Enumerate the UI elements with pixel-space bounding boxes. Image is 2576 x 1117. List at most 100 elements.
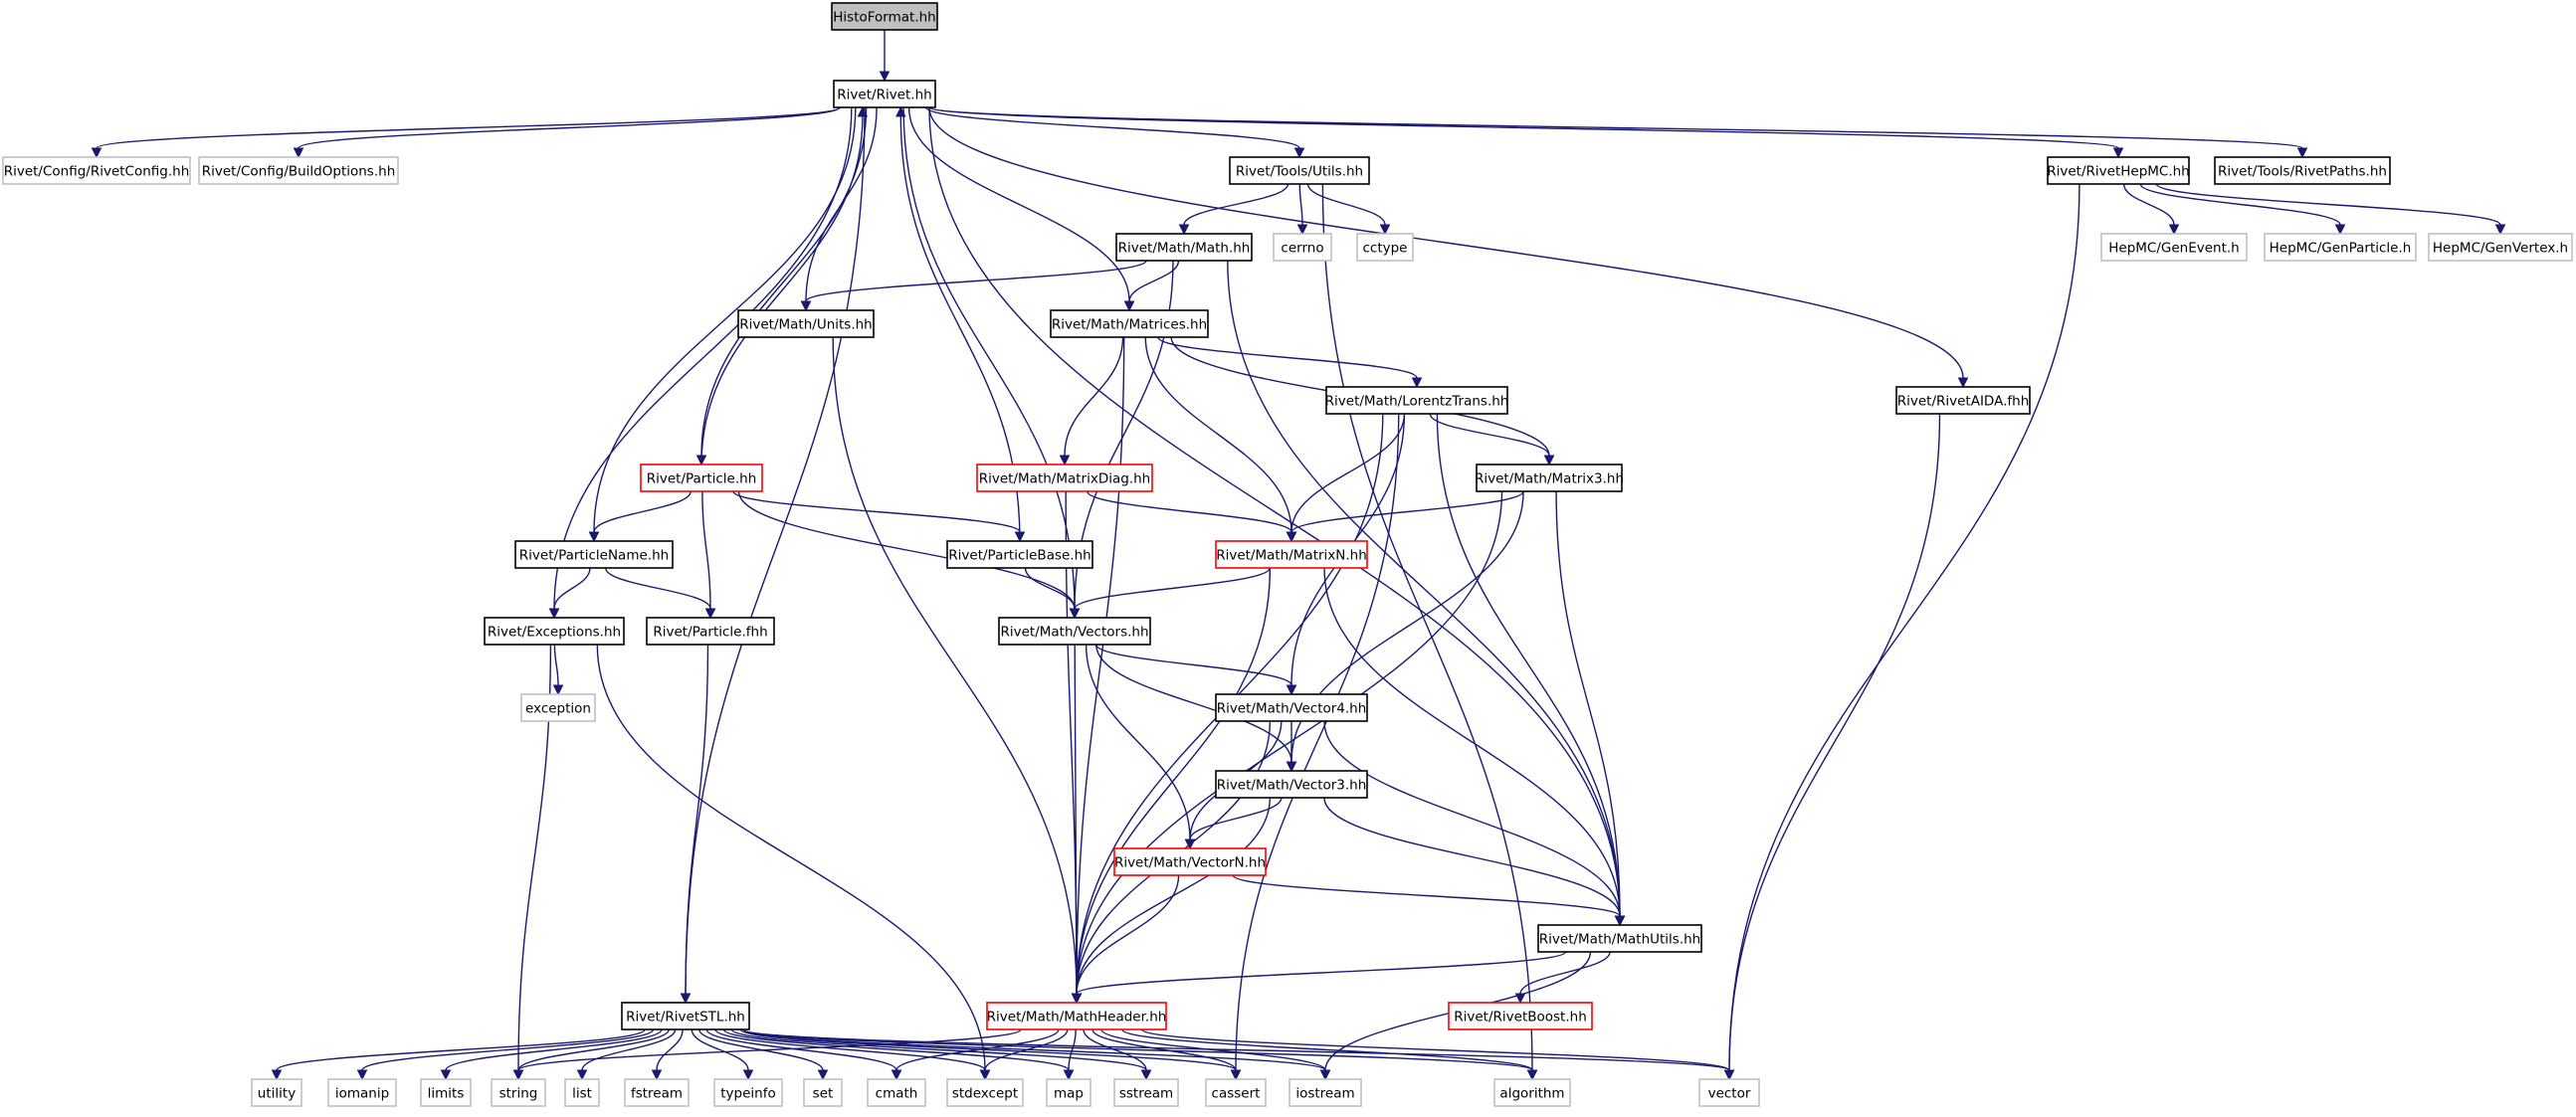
arrowhead: [879, 71, 891, 83]
edge-vectorn-to-mathutils: [1232, 874, 1626, 927]
node-mathutils[interactable]: Rivet/Math/MathUtils.hh: [1537, 924, 1702, 953]
edge-mathheader-to-map: [1063, 1028, 1077, 1081]
node-label: iomanip: [335, 1086, 389, 1102]
node-cctype: cctype: [1356, 233, 1414, 262]
node-label: Rivet/Math/Vectors.hh: [1000, 625, 1148, 641]
edge-units-to-mathheader: [832, 336, 1083, 1005]
arrowhead: [1526, 1069, 1538, 1081]
node-rivetboost[interactable]: Rivet/RivetBoost.hh: [1448, 1002, 1593, 1030]
edge-utils-to-cerrno: [1296, 183, 1308, 236]
edge-rivet-to-particle: [695, 106, 868, 466]
edge-mathutils-to-mathheader: [1071, 951, 1567, 1005]
arrowhead: [800, 300, 812, 312]
arrowhead: [1230, 1069, 1242, 1081]
edge-particlename-to-exceptions: [548, 567, 591, 620]
arrowhead: [651, 1069, 663, 1081]
node-units[interactable]: Rivet/Math/Units.hh: [737, 309, 875, 338]
arrowhead: [704, 608, 716, 620]
arrowhead: [817, 1069, 829, 1081]
edge-lorentz-to-matrix3: [1429, 413, 1555, 466]
node-mathheader[interactable]: Rivet/Math/MathHeader.hh: [986, 1002, 1167, 1030]
edge-mathheader-to-cassert: [1091, 1028, 1242, 1081]
node-matrixn[interactable]: Rivet/Math/MatrixN.hh: [1215, 540, 1368, 569]
node-particlefhh[interactable]: Rivet/Particle.fhh: [646, 617, 775, 646]
node-box: [803, 1078, 843, 1107]
arrowhead: [2334, 224, 2346, 236]
node-mathhh[interactable]: Rivet/Math/Math.hh: [1115, 233, 1253, 262]
node-exceptions[interactable]: Rivet/Exceptions.hh: [484, 617, 625, 646]
node-utils[interactable]: Rivet/Tools/Utils.hh: [1229, 156, 1370, 185]
node-box: [713, 1078, 783, 1107]
node-vectors[interactable]: Rivet/Math/Vectors.hh: [998, 617, 1151, 646]
edge-mathheader-to-vector: [1140, 1028, 1735, 1081]
node-rivetstl[interactable]: Rivet/RivetSTL.hh: [621, 1002, 750, 1030]
node-sstream: sstream: [1113, 1078, 1179, 1107]
node-genevent: HepMC/GenEvent.h: [2100, 233, 2248, 262]
edge-rivetstl-to-typeinfo: [691, 1028, 754, 1081]
edge-matrices-to-matrixdiag: [1059, 336, 1124, 466]
edge-utils-to-algorithm: [1321, 183, 1538, 1081]
edge-particle-to-particlebase: [732, 490, 1026, 543]
node-label: Rivet/ParticleName.hh: [519, 548, 669, 564]
node-lorentz[interactable]: Rivet/Math/LorentzTrans.hh: [1325, 386, 1509, 415]
edge-layer: [91, 30, 2506, 1081]
node-map: map: [1046, 1078, 1091, 1107]
node-label: Rivet/RivetHepMC.hh: [2047, 164, 2190, 180]
node-histo[interactable]: HistoFormat.hh: [831, 2, 938, 31]
node-vectorn[interactable]: Rivet/Math/VectorN.hh: [1113, 847, 1267, 876]
node-matrixdiag[interactable]: Rivet/Math/MatrixDiag.hh: [976, 464, 1153, 492]
edge-matrix3-to-matrixn: [1286, 490, 1524, 543]
node-label: Rivet/Rivet.hh: [837, 88, 931, 103]
arrowhead: [548, 608, 560, 620]
edge-rivetstl-to-list: [576, 1028, 677, 1081]
node-label: set: [813, 1086, 834, 1102]
node-label: Rivet/Particle.hh: [647, 471, 757, 487]
node-label: utility: [258, 1086, 296, 1102]
edge-aida-to-vector: [1723, 413, 1941, 1081]
edge-rivet-to-buildoptions: [293, 106, 841, 159]
node-particle[interactable]: Rivet/Particle.hh: [640, 464, 763, 492]
edge-vectors-to-vectorn: [1085, 644, 1196, 850]
node-vector4[interactable]: Rivet/Math/Vector4.hh: [1215, 693, 1368, 722]
arrowhead: [2494, 224, 2506, 236]
edge-rivethepmc-to-vector: [1723, 183, 2081, 1081]
node-box: [1046, 1078, 1091, 1107]
node-box: [484, 617, 625, 646]
node-rivethepmc[interactable]: Rivet/RivetHepMC.hh: [2047, 156, 2190, 185]
node-box: [1698, 1078, 1760, 1107]
node-label: map: [1054, 1086, 1084, 1102]
node-vector3[interactable]: Rivet/Math/Vector3.hh: [1215, 770, 1368, 799]
node-box: [737, 309, 875, 338]
node-rivet[interactable]: Rivet/Rivet.hh: [833, 80, 936, 108]
arrowhead: [680, 993, 692, 1005]
arrowhead: [1123, 300, 1135, 312]
node-utility: utility: [251, 1078, 302, 1107]
edge-rivet-to-matrices: [907, 106, 1135, 312]
node-stdexcept: stdexcept: [946, 1078, 1024, 1107]
node-matrix3[interactable]: Rivet/Math/Matrix3.hh: [1475, 464, 1624, 492]
node-label: HepMC/GenVertex.h: [2433, 241, 2568, 257]
node-particlebase[interactable]: Rivet/ParticleBase.hh: [946, 540, 1093, 569]
node-matrices[interactable]: Rivet/Math/Matrices.hh: [1050, 309, 1209, 338]
node-label: exception: [525, 701, 591, 717]
node-iostream: iostream: [1288, 1078, 1362, 1107]
edge-particlename-to-particlefhh: [605, 567, 716, 620]
node-particlename[interactable]: Rivet/ParticleName.hh: [514, 540, 674, 569]
node-aida[interactable]: Rivet/RivetAIDA.fhh: [1895, 386, 2031, 415]
node-rivetpaths[interactable]: Rivet/Tools/RivetPaths.hh: [2214, 156, 2391, 185]
edge-rivethepmc-to-genevent: [2122, 183, 2180, 236]
arrowhead: [1140, 1069, 1152, 1081]
arrowhead: [1286, 761, 1297, 773]
node-box: [624, 1078, 690, 1107]
node-box: [2214, 156, 2391, 185]
node-box: [1115, 233, 1253, 262]
node-label: Rivet/Config/BuildOptions.hh: [202, 164, 396, 180]
edge-vector3-to-mathheader: [1071, 797, 1272, 1005]
node-label: Rivet/RivetBoost.hh: [1454, 1010, 1587, 1025]
arrowhead: [1543, 455, 1555, 466]
node-box: [1229, 156, 1370, 185]
node-box: [2264, 233, 2417, 262]
arrowhead: [271, 1069, 283, 1081]
edge-rivet-to-rivethepmc: [928, 106, 2124, 159]
node-box: [1493, 1078, 1571, 1107]
